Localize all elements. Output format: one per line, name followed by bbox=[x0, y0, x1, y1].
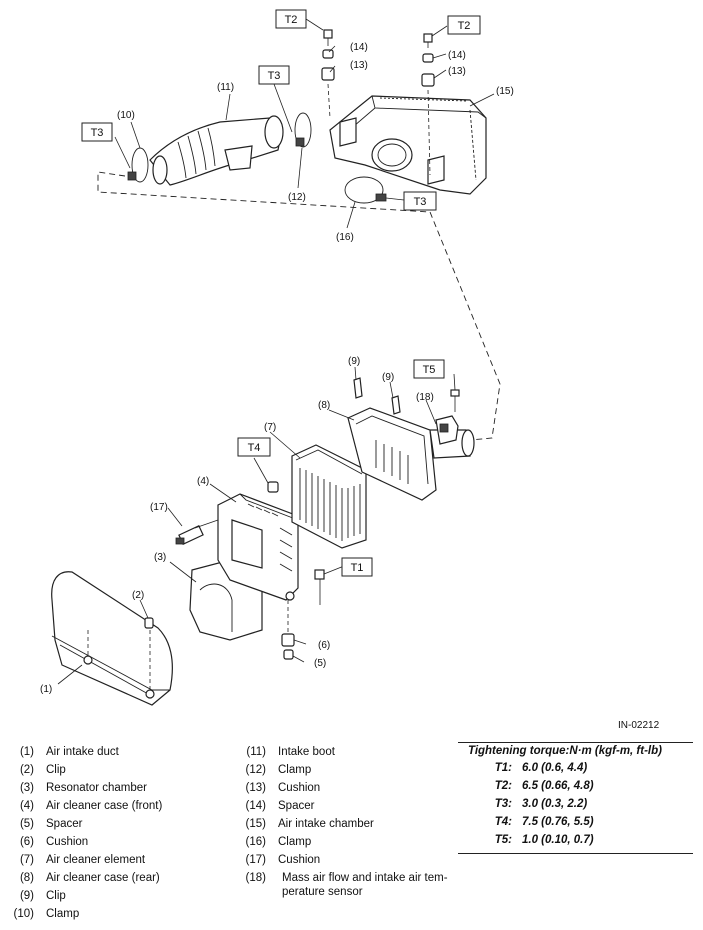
callout-8: (8) bbox=[318, 400, 330, 411]
torque-tag-t1: T1 bbox=[341, 557, 373, 577]
legend-row: (10)Clamp bbox=[13, 908, 80, 920]
legend-row: (5)Spacer bbox=[19, 818, 83, 830]
torque-row: T4:7.5 (0.76, 5.5) bbox=[494, 816, 594, 828]
torque-tag-t5: T5 bbox=[413, 359, 445, 379]
torque-tag-t2a: T2 bbox=[275, 9, 307, 29]
callout-5: (5) bbox=[314, 658, 326, 669]
callout-11: (11) bbox=[217, 82, 234, 93]
clamp-10 bbox=[127, 147, 149, 183]
clamp-12 bbox=[294, 112, 312, 148]
legend-row: (8)Air cleaner case (rear) bbox=[19, 872, 160, 884]
torque-tag-t2b: T2 bbox=[447, 15, 481, 35]
callout-9a: (9) bbox=[348, 356, 360, 367]
torque-row: T1:6.0 (0.6, 4.4) bbox=[494, 762, 588, 774]
air-intake-chamber bbox=[329, 95, 487, 195]
legend-row: (6)Cushion bbox=[19, 836, 89, 848]
torque-tag-t3a: T3 bbox=[258, 65, 290, 85]
legend-row: (4)Air cleaner case (front) bbox=[19, 800, 163, 812]
legend-row: (16)Clamp bbox=[245, 836, 312, 848]
callout-13b: (13) bbox=[448, 66, 466, 77]
callouts: (10) (11) (12) (14) (13) (14) (13) (15) … bbox=[40, 42, 514, 695]
callout-18: (18) bbox=[416, 392, 434, 403]
callout-9b: (9) bbox=[382, 372, 394, 383]
legend-row: (2)Clip bbox=[19, 764, 66, 776]
intake-boot bbox=[149, 115, 284, 186]
callout-14a: (14) bbox=[350, 42, 368, 53]
diagram-reference-code: IN-02212 bbox=[618, 720, 660, 731]
legend-row: (9)Clip bbox=[19, 890, 66, 902]
torque-tag-t3c: T3 bbox=[403, 191, 437, 211]
callout-15: (15) bbox=[496, 86, 514, 97]
legend-row: (15)Air intake chamber bbox=[245, 818, 374, 830]
legend-row: (18)Mass air flow and intake air tem-per… bbox=[245, 872, 448, 898]
air-cleaner-case-front bbox=[217, 493, 299, 601]
lower-leader-lines bbox=[57, 366, 456, 685]
svg-text:T1: T1 bbox=[351, 562, 364, 574]
exploded-view-diagram: T2 T2 T3 T3 T3 T5 T4 T1 (10) (11) (12) (… bbox=[40, 9, 514, 706]
callout-13a: (13) bbox=[350, 60, 368, 71]
torque-tag-t4: T4 bbox=[237, 437, 271, 457]
legend-row: (7)Air cleaner element bbox=[19, 854, 146, 866]
svg-text:T3: T3 bbox=[414, 196, 427, 208]
callout-4: (4) bbox=[197, 476, 209, 487]
svg-text:T3: T3 bbox=[91, 127, 104, 139]
callout-14b: (14) bbox=[448, 50, 466, 61]
svg-text:T4: T4 bbox=[248, 442, 261, 454]
torque-row: T3:3.0 (0.3, 2.2) bbox=[494, 798, 588, 810]
legend-row: (3)Resonator chamber bbox=[19, 782, 147, 794]
air-cleaner-element bbox=[291, 444, 367, 549]
parts-legend-middle: (11)Intake boot (12)Clamp (13)Cushion (1… bbox=[238, 743, 452, 899]
assembly-guide-line bbox=[97, 171, 501, 441]
callout-6: (6) bbox=[318, 640, 330, 651]
lower-fasteners bbox=[267, 481, 325, 660]
legend-row: (17)Cushion bbox=[245, 854, 321, 866]
torque-table-rule bbox=[458, 853, 693, 854]
clip-2 bbox=[144, 617, 154, 629]
cushion-17 bbox=[175, 519, 219, 545]
mass-air-flow-sensor bbox=[435, 389, 460, 445]
clips-9 bbox=[353, 377, 401, 415]
callout-3: (3) bbox=[154, 552, 166, 563]
air-intake-duct bbox=[51, 571, 173, 706]
torque-row: T2:6.5 (0.66, 4.8) bbox=[494, 780, 594, 792]
callout-17: (17) bbox=[150, 502, 168, 513]
clamp-16 bbox=[344, 176, 387, 204]
callout-7: (7) bbox=[264, 422, 276, 433]
upper-leader-lines bbox=[114, 18, 495, 229]
callout-10: (10) bbox=[117, 110, 135, 121]
legend-row: (12)Clamp bbox=[245, 764, 312, 776]
torque-row: T5:1.0 (0.10, 0.7) bbox=[494, 834, 594, 846]
legend-row: (1)Air intake duct bbox=[19, 746, 119, 758]
svg-text:T3: T3 bbox=[268, 70, 281, 82]
svg-text:T5: T5 bbox=[423, 364, 436, 376]
callout-1: (1) bbox=[40, 684, 52, 695]
upper-fasteners bbox=[321, 29, 435, 176]
legend-row: (13)Cushion bbox=[245, 782, 321, 794]
torque-tag-t3b: T3 bbox=[81, 122, 113, 142]
torque-heading: Tightening torque:N·m (kgf-m, ft-lb) bbox=[458, 742, 693, 759]
parts-legend-left: (1)Air intake duct (2)Clip (3)Resonator … bbox=[0, 743, 163, 923]
legend-row: (11)Intake boot bbox=[246, 746, 335, 758]
svg-text:T2: T2 bbox=[458, 20, 471, 32]
callout-16: (16) bbox=[336, 232, 354, 243]
tightening-torque-table: Tightening torque:N·m (kgf-m, ft-lb) T1:… bbox=[458, 742, 693, 854]
legend-row: (14)Spacer bbox=[245, 800, 315, 812]
svg-text:T2: T2 bbox=[285, 14, 298, 26]
callout-2: (2) bbox=[132, 590, 144, 601]
callout-12: (12) bbox=[288, 192, 306, 203]
